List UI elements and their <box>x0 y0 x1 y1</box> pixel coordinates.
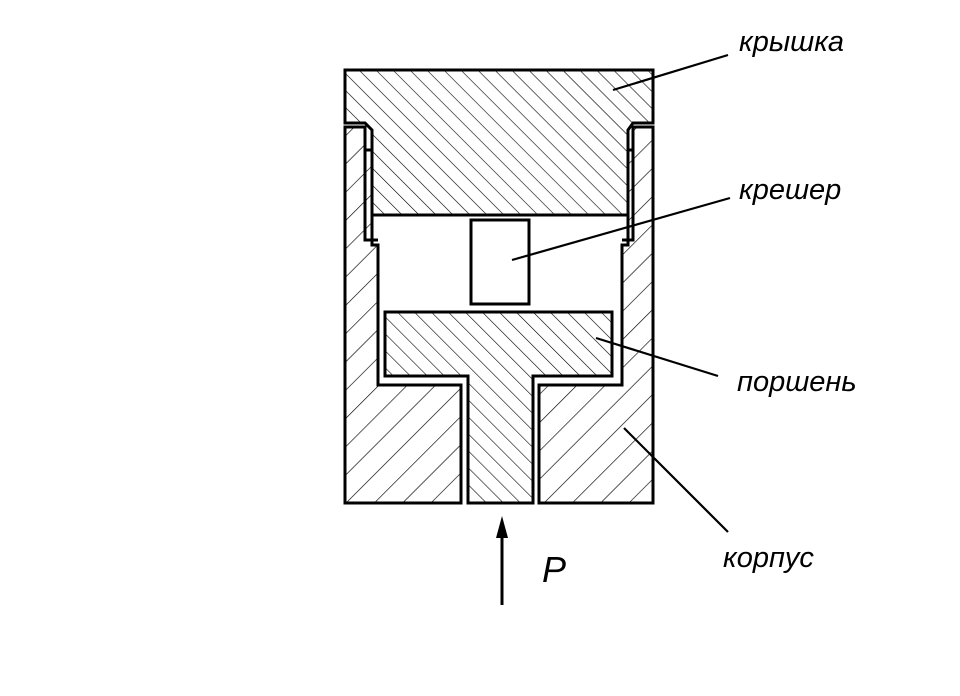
crusher-element <box>469 218 531 306</box>
piston <box>383 310 614 505</box>
leader-lid <box>612 53 729 92</box>
label-crusher: крешер <box>739 174 841 206</box>
leader-piston <box>595 336 719 378</box>
label-piston: поршень <box>737 366 857 398</box>
label-body: корпус <box>723 542 814 574</box>
lid-skirt-left <box>363 127 378 242</box>
piston-bore-outline-right <box>537 245 624 503</box>
piston-bore-outline <box>376 245 463 503</box>
label-force: P <box>542 549 566 590</box>
lid <box>343 68 655 217</box>
leader-body <box>623 427 729 533</box>
force-arrow-head <box>496 516 508 538</box>
lid-skirt-right <box>622 127 635 242</box>
label-lid: крышка <box>739 26 844 58</box>
leader-crusher <box>511 196 731 262</box>
